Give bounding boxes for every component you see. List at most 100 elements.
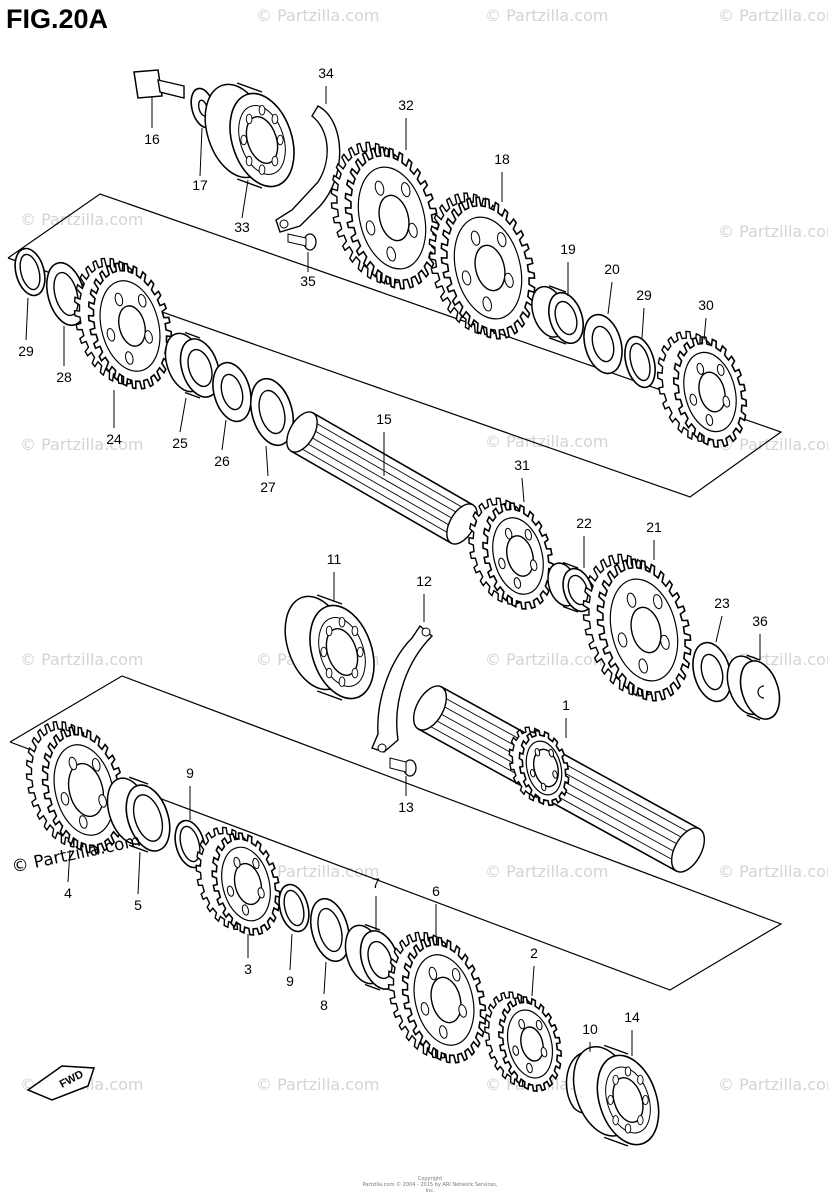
driveshaft-1	[412, 685, 706, 873]
callout-7: 7	[372, 875, 380, 891]
bearing-ball	[624, 1066, 632, 1077]
part-edge	[128, 844, 149, 853]
gear-web	[453, 216, 523, 320]
driveshaft-frame	[9, 675, 783, 991]
callout-27: 27	[260, 479, 276, 495]
gear-hole	[252, 857, 260, 870]
watermark: © Partzilla.com	[718, 862, 828, 881]
bearing-ball	[320, 646, 328, 658]
gear-hole	[540, 782, 547, 792]
callout-9: 9	[186, 765, 194, 781]
washer-8	[309, 897, 351, 963]
gear-hole	[504, 527, 513, 540]
leader-line	[607, 281, 613, 315]
callout-30: 30	[698, 297, 714, 313]
gear-hole	[68, 756, 78, 771]
bearing-ball	[338, 616, 346, 628]
gear-4	[25, 720, 127, 854]
gear-6	[387, 931, 487, 1064]
gear-hole	[518, 1018, 526, 1030]
gear-bore	[630, 606, 662, 654]
gear-hole	[374, 180, 385, 196]
leader-line	[221, 419, 227, 451]
watermark: © Partzilla.com	[718, 435, 828, 454]
leader-line	[25, 297, 29, 341]
gear-hole	[106, 328, 116, 342]
circlip-29-left	[14, 247, 46, 297]
gear-hole	[524, 528, 533, 541]
bearing-ball	[325, 625, 333, 637]
gear-bore	[67, 762, 105, 818]
washer-20	[583, 313, 623, 375]
gear-hole	[534, 748, 541, 757]
figure-title: FIG.20A	[6, 4, 109, 34]
gear-hole	[696, 362, 705, 375]
shaft-spline	[309, 418, 470, 512]
bearing-ball	[276, 134, 284, 146]
callout-8: 8	[320, 997, 328, 1013]
gear-hole	[529, 769, 536, 778]
part-edge	[184, 331, 201, 339]
gear-hole	[482, 296, 492, 312]
gear-web	[99, 280, 161, 372]
bushing-5	[106, 776, 171, 853]
part-bore	[179, 825, 201, 863]
part-bore	[187, 348, 213, 388]
gear-hole	[512, 1045, 520, 1056]
gear-web	[357, 166, 427, 270]
retainer-12	[371, 624, 434, 753]
gear-web	[506, 1009, 554, 1079]
gear-hole	[552, 770, 558, 779]
gear-hole	[498, 557, 506, 570]
gear-bore	[474, 244, 506, 292]
bearing-14	[572, 1044, 660, 1147]
gear-bore	[698, 371, 726, 413]
gear-bore	[118, 305, 146, 347]
part-edge	[548, 285, 567, 293]
shaft-end	[670, 827, 706, 873]
part-bore	[612, 1077, 644, 1123]
gear-web	[609, 578, 679, 682]
gear-hole	[114, 292, 124, 307]
watermark: © Partzilla.com	[256, 862, 380, 881]
part-bore	[132, 794, 164, 842]
part-outline	[739, 660, 781, 720]
leader-line	[265, 445, 269, 477]
callout-33: 33	[234, 219, 250, 235]
part-bore	[700, 653, 724, 691]
gear-hole	[233, 856, 241, 869]
watermark: © Partzilla.com	[485, 6, 609, 25]
gear-hole	[458, 1004, 467, 1018]
gear-2	[484, 991, 562, 1093]
callout-23: 23	[714, 595, 730, 611]
cap-36	[726, 654, 781, 721]
part-bore	[245, 116, 279, 164]
gear-hole	[365, 220, 376, 236]
gear-hole	[439, 1025, 448, 1039]
callout-3: 3	[244, 961, 252, 977]
gear-18	[428, 192, 536, 340]
gear-bore	[378, 194, 410, 242]
bolt-head	[133, 69, 163, 99]
bushing-19	[531, 285, 585, 345]
callout-9: 9	[286, 973, 294, 989]
retainer-hole	[279, 219, 289, 229]
gear-hole	[226, 885, 235, 897]
callout-5: 5	[134, 897, 142, 913]
part-bore	[19, 253, 41, 291]
callout-13: 13	[398, 799, 414, 815]
bearing-race	[318, 617, 366, 687]
screw-thread	[389, 757, 407, 773]
watermark: © Partzilla.com	[485, 650, 609, 669]
gear-hole	[428, 966, 438, 981]
washer-27	[249, 377, 295, 447]
gear-bore	[233, 862, 263, 906]
callout-28: 28	[56, 369, 72, 385]
part-edge	[316, 690, 343, 701]
part-bore	[53, 271, 79, 317]
screw-thread	[287, 233, 307, 247]
gear-hole	[144, 330, 153, 344]
part-edge	[603, 1136, 629, 1147]
gear-hole	[540, 1047, 548, 1058]
